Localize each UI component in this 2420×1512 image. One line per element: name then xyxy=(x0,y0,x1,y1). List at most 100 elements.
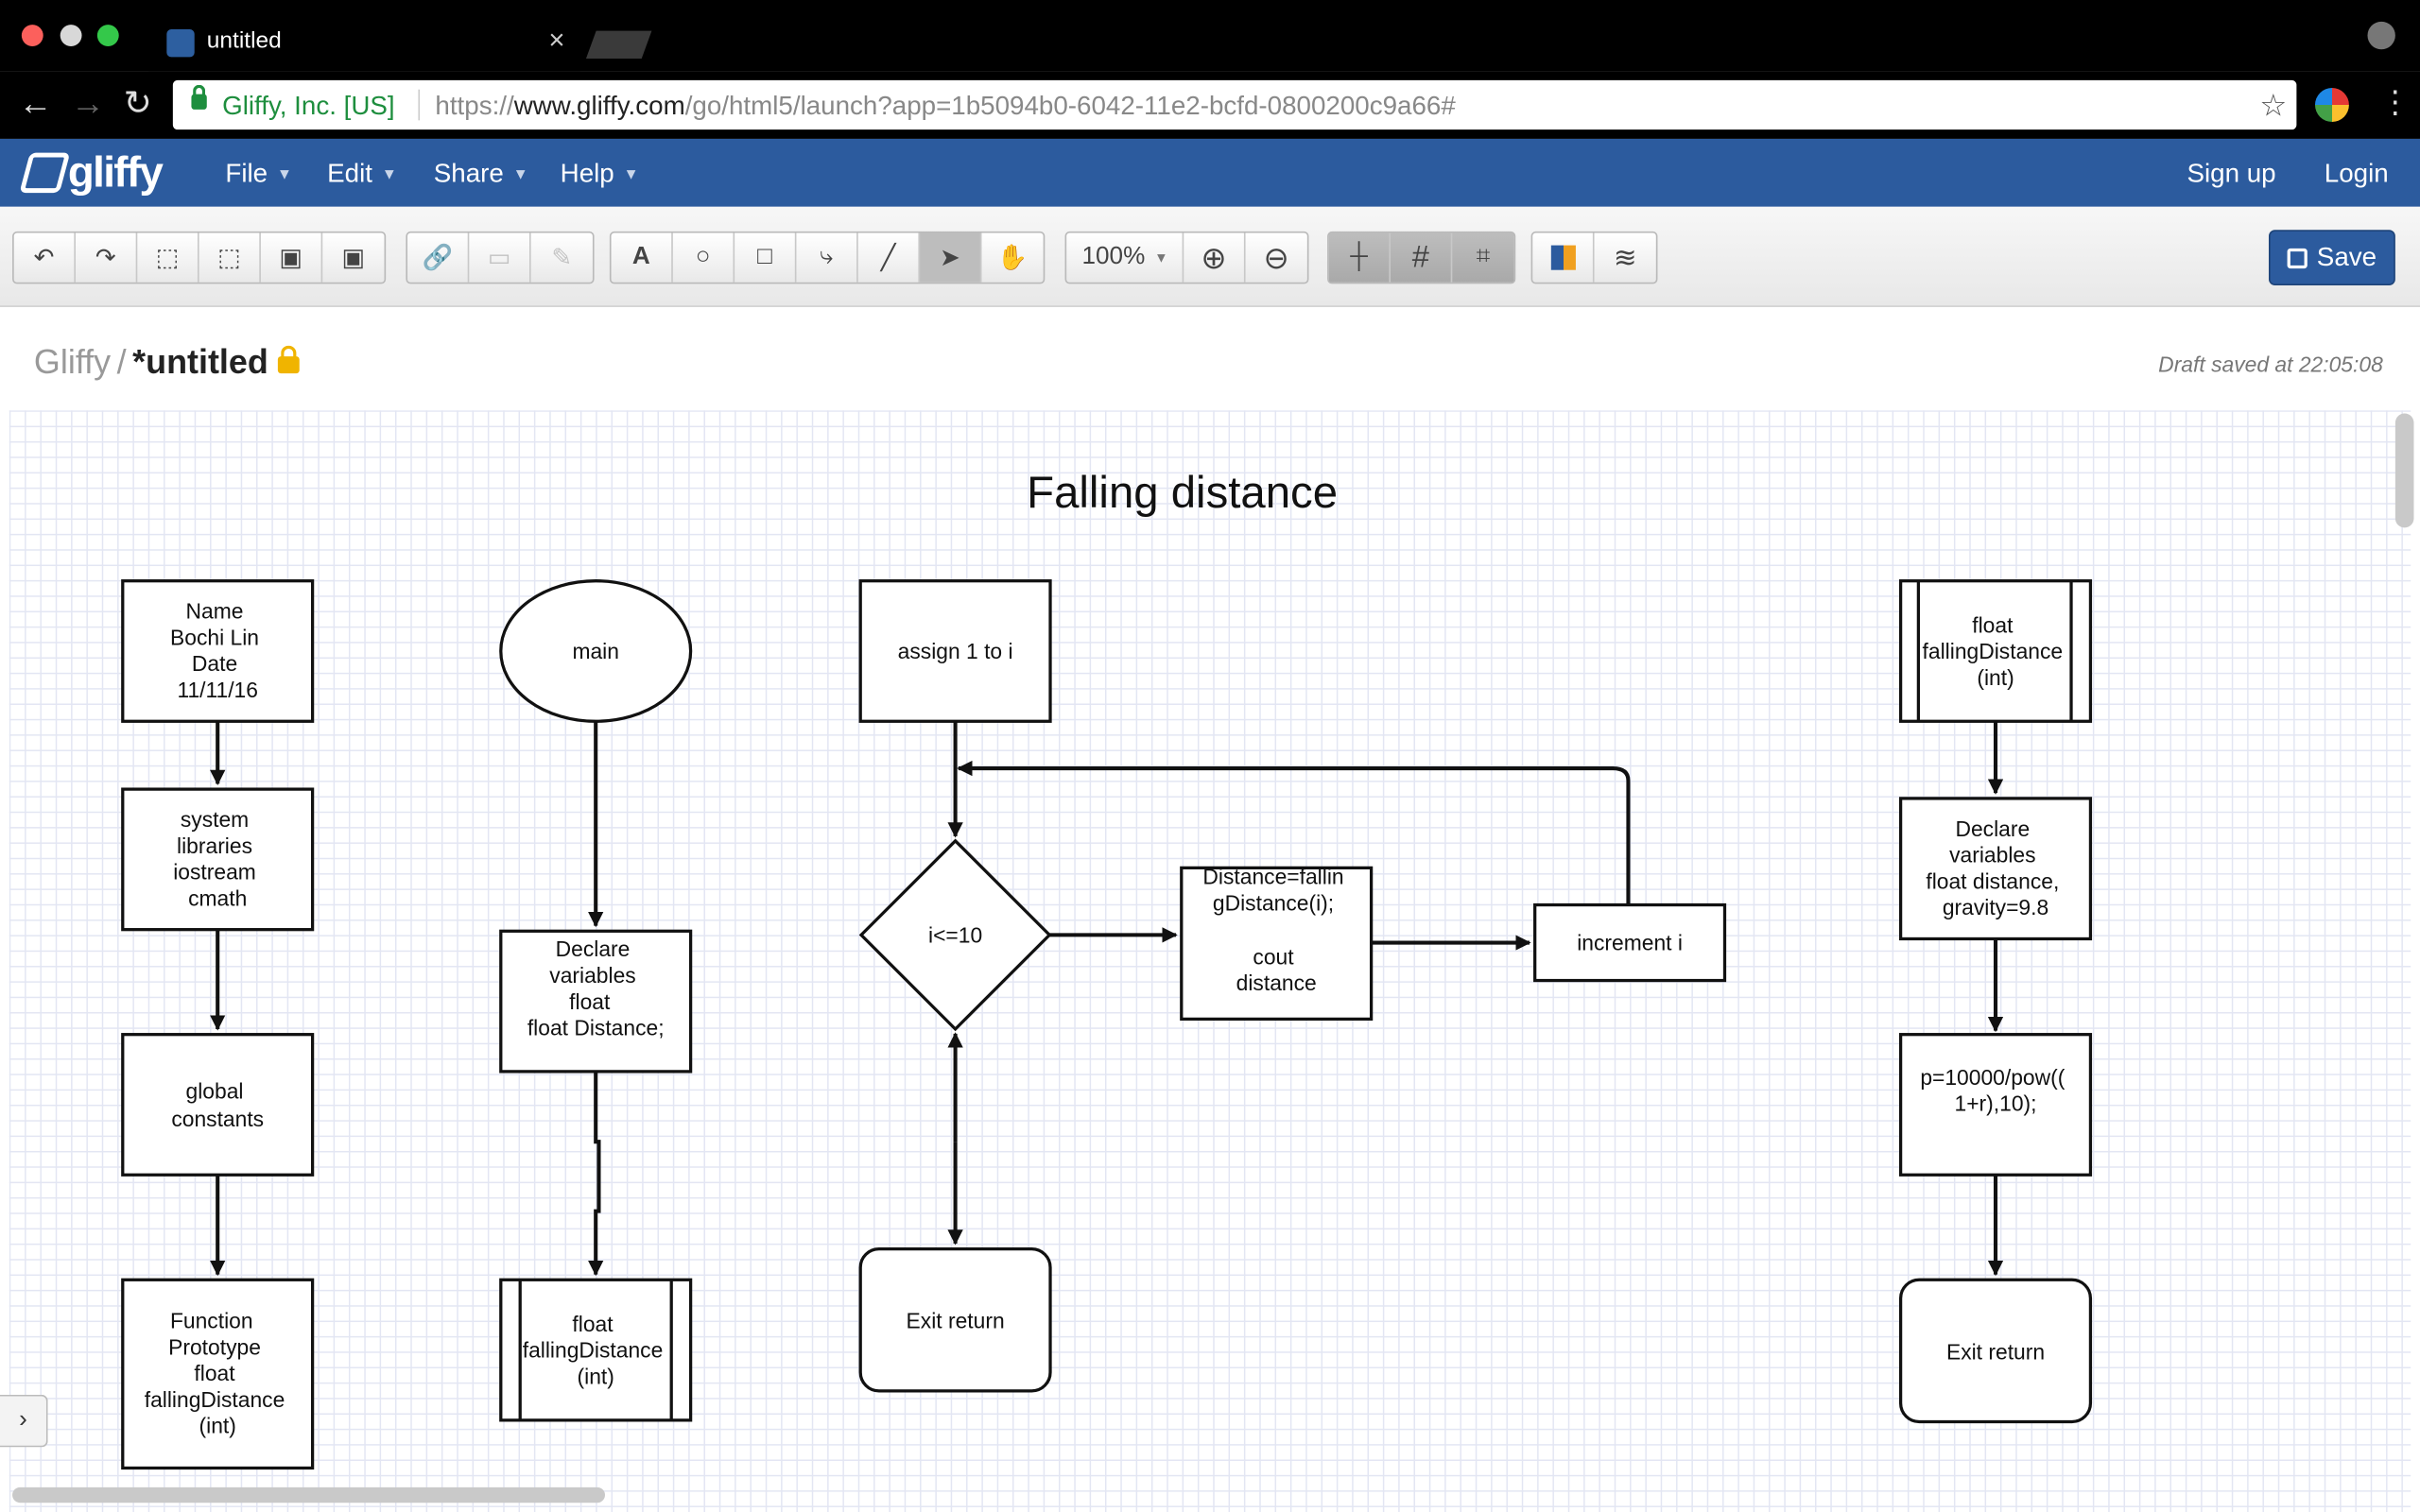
libraries-box[interactable]: system libraries iostream cmath xyxy=(121,787,315,932)
diagram-canvas[interactable]: Falling distance xyxy=(9,410,2411,1512)
signup-link[interactable]: Sign up xyxy=(2187,159,2276,189)
gliffy-logo[interactable]: gliffy xyxy=(19,148,164,198)
zoom-select[interactable]: 100%▼ xyxy=(1066,232,1184,283)
site-identity[interactable]: Gliffy, Inc. [US] xyxy=(222,91,395,121)
pointer-tool-icon[interactable]: ➤ xyxy=(920,232,982,283)
function-header-box[interactable]: float fallingDistance (int) xyxy=(1898,579,2093,723)
diagram-title[interactable]: Falling distance xyxy=(1027,468,1338,518)
text-tool-icon[interactable]: A xyxy=(612,232,673,283)
rectangle-tool-icon[interactable]: □ xyxy=(735,232,797,283)
zoom-value: 100% xyxy=(1081,243,1146,270)
formula-box[interactable]: p=10000/pow(( 1+r),10); xyxy=(1898,1033,2093,1177)
editor-toolbar: ↶ ↷ ⬚ ⬚ ▣ ▣ 🔗 ▭ ✎ A ○ □ ⤷ ╱ ➤ ✋ 100%▼ ⊕ … xyxy=(0,206,2420,307)
browser-toolbar: ← → ↻ Gliffy, Inc. [US] https://www.glif… xyxy=(0,71,2420,139)
menu-edit-label: Edit xyxy=(327,159,372,189)
declare-variables-box[interactable]: Declare variables float float Distance; xyxy=(499,929,693,1074)
account-icon[interactable] xyxy=(2367,21,2395,50)
connector[interactable] xyxy=(588,1072,604,1277)
url-scheme: https:// xyxy=(435,91,514,121)
grid-tools: ┼ # ⌗ xyxy=(1327,231,1516,284)
grid-icon[interactable]: # xyxy=(1391,232,1453,283)
hand-tool-icon[interactable]: ✋ xyxy=(996,245,1028,272)
loop-back-connector[interactable] xyxy=(957,760,1631,904)
sidebar-toggle-button[interactable]: › xyxy=(0,1394,48,1448)
line-tool-icon[interactable]: ╱ xyxy=(858,232,921,283)
menu-share[interactable]: Share▼ xyxy=(434,159,528,190)
comment-icon[interactable]: ▭ xyxy=(469,232,531,283)
close-tab-icon[interactable]: × xyxy=(548,25,565,56)
zoom-tools: 100%▼ ⊕ ⊖ xyxy=(1064,231,1309,284)
svg-text:increment i: increment i xyxy=(1577,931,1683,955)
svg-text:float fallingDistanc: float fallingDistance (int) xyxy=(523,1312,669,1389)
svg-text:Declare variables: Declare variables float float Distance; xyxy=(527,936,665,1040)
horizontal-scrollbar[interactable] xyxy=(12,1486,605,1503)
bring-front-icon[interactable]: ▣ xyxy=(261,232,323,283)
chevron-down-icon: ▼ xyxy=(276,166,293,184)
breadcrumb-separator: / xyxy=(116,342,127,382)
exit-return-terminator[interactable]: Exit return xyxy=(858,1246,1052,1393)
menu-file[interactable]: File▼ xyxy=(225,159,292,190)
themes-icon[interactable] xyxy=(1532,232,1595,283)
guides-icon[interactable]: ⌗ xyxy=(1476,243,1491,270)
ellipse-tool-icon[interactable]: ○ xyxy=(673,232,735,283)
url-text[interactable]: https://www.gliffy.com/go/html5/launch?a… xyxy=(435,91,1455,122)
browser-tab[interactable]: untitled × xyxy=(147,12,580,72)
svg-text:Exit return: Exit return xyxy=(1946,1339,2045,1364)
menu-edit[interactable]: Edit ▼ xyxy=(327,159,397,190)
address-bar[interactable]: Gliffy, Inc. [US] https://www.gliffy.com… xyxy=(172,79,2297,130)
chevron-down-icon: ▼ xyxy=(623,166,639,184)
zoom-in-icon[interactable]: ⊕ xyxy=(1184,232,1246,283)
layers-icon[interactable]: ≋ xyxy=(1613,241,1637,273)
main-terminator[interactable]: main xyxy=(499,579,693,723)
breadcrumb-root[interactable]: Gliffy xyxy=(33,342,112,382)
send-back-icon[interactable]: ▣ xyxy=(341,245,366,272)
name-date-box[interactable]: Name Bochi Lin Date 11/11/16 xyxy=(121,579,315,723)
increment-box[interactable]: increment i xyxy=(1533,902,1727,983)
tab-title: untitled xyxy=(206,27,282,55)
format-painter-icon[interactable]: ✎ xyxy=(551,245,573,272)
document-title[interactable]: *untitled xyxy=(132,342,268,382)
forward-icon[interactable]: → xyxy=(71,83,106,122)
global-constants-box[interactable]: global constants xyxy=(121,1033,315,1177)
group-icon[interactable]: ⬚ xyxy=(137,232,199,283)
minimize-window-button[interactable] xyxy=(60,25,82,46)
svg-text:Distance=fallin gDis: Distance=fallin gDistance(i); cout dista… xyxy=(1202,865,1350,996)
save-button[interactable]: Save xyxy=(2268,230,2395,286)
browser-menu-icon[interactable]: ⋮ xyxy=(2379,86,2411,121)
close-window-button[interactable] xyxy=(21,25,43,46)
connector-tool-icon[interactable]: ⤷ xyxy=(796,232,858,283)
redo-icon[interactable]: ↷ xyxy=(76,232,138,283)
arrange-tools: ↶ ↷ ⬚ ⬚ ▣ ▣ xyxy=(12,231,387,284)
assign-box[interactable]: assign 1 to i xyxy=(858,579,1052,723)
ungroup-icon[interactable]: ⬚ xyxy=(199,232,261,283)
zoom-out-icon[interactable]: ⊖ xyxy=(1263,241,1289,276)
gliffy-favicon-icon xyxy=(166,29,195,58)
breadcrumb: Gliffy/*untitled xyxy=(34,342,300,382)
menu-help[interactable]: Help▼ xyxy=(561,159,639,190)
maximize-window-button[interactable] xyxy=(96,25,119,46)
function-prototype-box[interactable]: Function Prototype float fallingDistance… xyxy=(121,1278,315,1470)
declare-function-variables-box[interactable]: Declare variables float distance, gravit… xyxy=(1898,797,2093,941)
vertical-scrollbar[interactable] xyxy=(2394,413,2414,528)
condition-diamond[interactable]: i<=10 xyxy=(858,838,1052,1032)
svg-text:p=10000/pow(( 1+r),1: p=10000/pow(( 1+r),10); xyxy=(1920,1065,2070,1116)
lock-icon[interactable] xyxy=(277,345,300,374)
chevron-down-icon: ▼ xyxy=(381,166,397,184)
svg-text:main: main xyxy=(572,639,619,663)
svg-text:assign 1 to i: assign 1 to i xyxy=(898,639,1013,663)
link-icon[interactable]: 🔗 xyxy=(407,232,470,283)
back-icon[interactable]: ← xyxy=(18,83,53,122)
undo-icon[interactable]: ↶ xyxy=(14,232,76,283)
reload-icon[interactable]: ↻ xyxy=(123,83,152,122)
calculate-distance-box[interactable]: Distance=fallin gDistance(i); cout dista… xyxy=(1180,865,1374,1021)
login-link[interactable]: Login xyxy=(2324,159,2389,189)
view-tools: ≋ xyxy=(1530,231,1658,284)
annotation-tools: 🔗 ▭ ✎ xyxy=(406,231,595,284)
extension-icon[interactable] xyxy=(2314,88,2349,122)
snap-icon[interactable]: ┼ xyxy=(1329,232,1392,283)
bookmark-star-icon[interactable]: ☆ xyxy=(2259,89,2288,124)
chevron-right-icon: › xyxy=(19,1406,27,1434)
call-falling-distance-box[interactable]: float fallingDistance (int) xyxy=(499,1278,693,1422)
function-exit-terminator[interactable]: Exit return xyxy=(1898,1278,2093,1424)
